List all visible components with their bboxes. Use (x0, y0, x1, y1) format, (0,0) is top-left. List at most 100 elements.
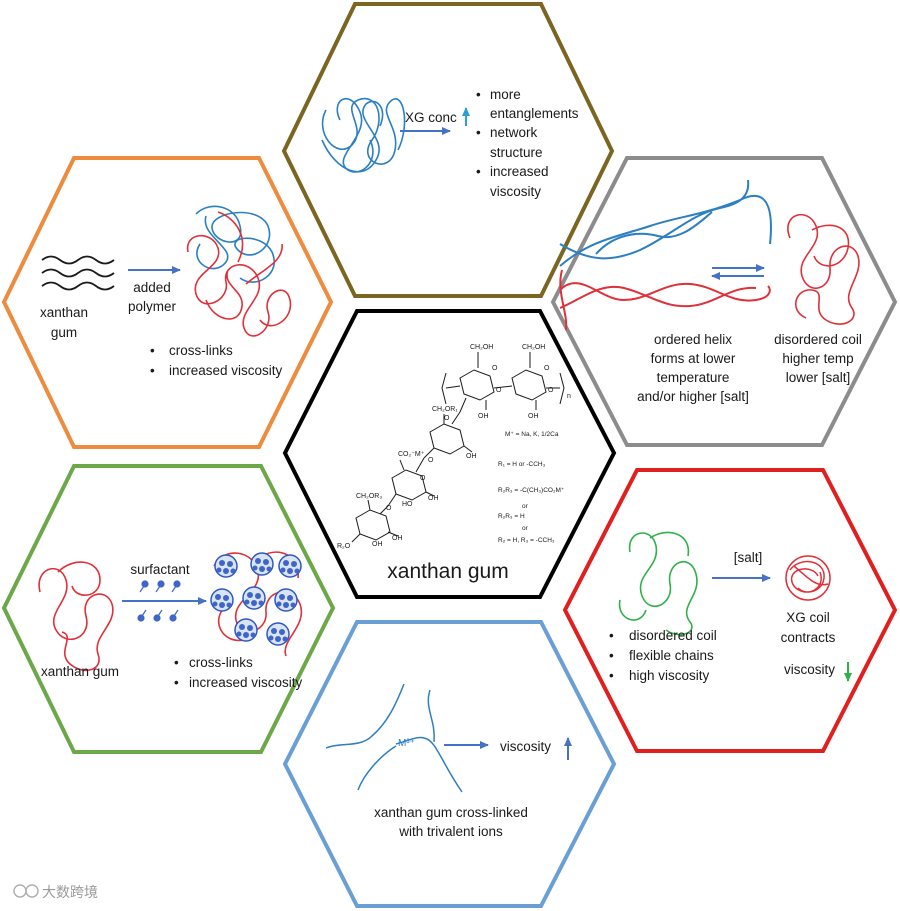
svg-text:O: O (386, 505, 392, 512)
svg-text:and/or higher [salt]: and/or higher [salt] (637, 389, 749, 404)
top-bullet-text: structure (490, 145, 543, 160)
svg-text:M⁺ = Na, K, 1/2Ca: M⁺ = Na, K, 1/2Ca (505, 431, 559, 438)
svg-text:R₂R₃ = H: R₂R₃ = H (498, 513, 525, 520)
svg-text:R₂O: R₂O (337, 543, 351, 550)
svg-text:CH₂OH: CH₂OH (470, 344, 493, 351)
right-bottom-bullet-text: high viscosity (629, 668, 710, 683)
svg-text:•: • (476, 164, 481, 179)
right-bottom-green-coil (618, 531, 698, 636)
right-bottom-result-label: XG coil (786, 610, 830, 625)
right-top-helix-caption: ordered helix forms at lower temperature… (637, 332, 749, 404)
top-entangled-polymer (321, 97, 406, 173)
svg-text:OH: OH (466, 453, 477, 460)
top-bullet-text: more (490, 87, 521, 102)
hexagon-center-outline (282, 309, 617, 599)
hexagon-right-top-outline (550, 156, 898, 447)
right-top-coil-caption: disordered coil higher temp lower [salt] (774, 332, 862, 385)
svg-text:O: O (492, 365, 498, 372)
right-bottom-bullet-list: • disordered coil • flexible chains • hi… (609, 628, 717, 683)
right-top-disordered-coil (787, 214, 860, 325)
left-bottom-arrow-label: surfactant (130, 562, 190, 577)
svg-text:O: O (548, 387, 554, 394)
svg-text:CH₂OR₃: CH₂OR₃ (356, 493, 382, 500)
watermark-text: 大数跨境 (42, 884, 98, 900)
svg-text:•: • (174, 675, 179, 690)
svg-text:•: • (150, 363, 155, 378)
left-top-arrow-label: added (133, 280, 171, 295)
hexagon-right-bottom-outline (562, 468, 898, 753)
structure-atom-labels: CH₂OH CH₂OH OH OH O O O O O CH₂OR₁ OH O … (337, 344, 554, 550)
left-top-bullet-list: • cross-links • increased viscosity (150, 343, 283, 378)
left-bottom-micelle-network (210, 551, 303, 657)
svg-text:O: O (496, 387, 502, 394)
top-bullet-text: entanglements (490, 106, 579, 121)
bottom-trivalent-ion-label: M³⁺ (398, 738, 415, 749)
svg-text:CO₂⁻M⁺: CO₂⁻M⁺ (398, 451, 425, 458)
svg-text:CH₂OH: CH₂OH (522, 344, 545, 351)
svg-text:temperature: temperature (657, 370, 730, 385)
svg-text:O: O (444, 415, 450, 422)
left-top-xanthan-strands (41, 255, 115, 291)
svg-text:OH: OH (478, 413, 489, 420)
svg-text:R₂ = H, R₃ = -CCH₃: R₂ = H, R₃ = -CCH₃ (498, 537, 555, 544)
svg-text:or: or (522, 503, 529, 510)
watermark-logo (13, 884, 39, 898)
svg-text:R₂R₃ = -C(CH₃)CO₂M⁺: R₂R₃ = -C(CH₃)CO₂M⁺ (498, 487, 565, 494)
top-bullet-text: network (490, 125, 538, 140)
svg-text:•: • (476, 125, 481, 140)
svg-text:•: • (609, 668, 614, 683)
svg-text:disordered coil: disordered coil (774, 332, 862, 347)
center-title: xanthan gum (387, 560, 508, 583)
bottom-caption: with trivalent ions (398, 824, 503, 839)
left-top-gum-label: gum (51, 325, 77, 340)
svg-text:•: • (150, 343, 155, 358)
left-top-xanthan-label: xanthan (40, 305, 88, 320)
left-top-bullet-text: cross-links (169, 343, 233, 358)
right-top-equilibrium-arrows (711, 264, 765, 280)
svg-text:O: O (428, 457, 434, 464)
left-bottom-bullet-list: • cross-links • increased viscosity (174, 655, 303, 690)
svg-text:CH₂OR₁: CH₂OR₁ (432, 406, 458, 413)
right-bottom-contracted-coil (785, 555, 831, 601)
right-top-blue-double-helix (559, 179, 772, 267)
svg-text:lower [salt]: lower [salt] (786, 370, 851, 385)
svg-text:•: • (476, 87, 481, 102)
svg-text:OH: OH (428, 495, 439, 502)
top-bullet-text: increased (490, 164, 549, 179)
xanthan-gum-structure-formula (351, 352, 565, 543)
right-bottom-result-label: contracts (781, 630, 836, 645)
right-top-red-double-helix (559, 269, 771, 331)
top-bullet-list: • more entanglements • network structure… (476, 87, 579, 199)
right-bottom-arrow-label: [salt] (734, 550, 763, 565)
svg-text:O: O (420, 475, 426, 482)
right-bottom-viscosity-label: viscosity (784, 662, 835, 677)
svg-text:higher temp: higher temp (782, 351, 853, 366)
svg-text:R₁ = H or -CCH₃: R₁ = H or -CCH₃ (498, 461, 546, 468)
hexagon-bottom-outline (282, 620, 617, 908)
left-bottom-xanthan-label: xanthan gum (41, 664, 119, 679)
hexagon-left-bottom-outline (1, 464, 336, 754)
left-top-polymer-network (186, 205, 292, 337)
svg-text:O: O (544, 365, 550, 372)
right-bottom-bullet-text: disordered coil (629, 628, 717, 643)
svg-text:OH: OH (372, 541, 383, 548)
structure-legend: M⁺ = Na, K, 1/2Ca R₁ = H or -CCH₃ R₂R₃ =… (498, 431, 565, 544)
svg-text:OH: OH (528, 413, 539, 420)
svg-text:forms at lower: forms at lower (651, 351, 736, 366)
bottom-caption: xanthan gum cross-linked (374, 805, 528, 820)
hexagon-top-outline (281, 1, 615, 298)
svg-text:•: • (609, 628, 614, 643)
bottom-crosslinked-chains (325, 683, 463, 793)
bottom-viscosity-label: viscosity (500, 739, 551, 754)
svg-text:ordered helix: ordered helix (654, 332, 732, 347)
right-bottom-bullet-text: flexible chains (629, 648, 714, 663)
structure-repeat-n: n (567, 393, 571, 400)
hexagon-left-top-outline (1, 156, 334, 449)
left-bottom-surfactant-molecules (137, 580, 181, 622)
svg-text:or: or (522, 525, 529, 532)
left-top-bullet-text: increased viscosity (169, 363, 283, 378)
top-bullet-text: viscosity (490, 184, 541, 199)
top-xg-conc-label: XG conc (405, 110, 457, 125)
left-bottom-bullet-text: cross-links (189, 655, 253, 670)
